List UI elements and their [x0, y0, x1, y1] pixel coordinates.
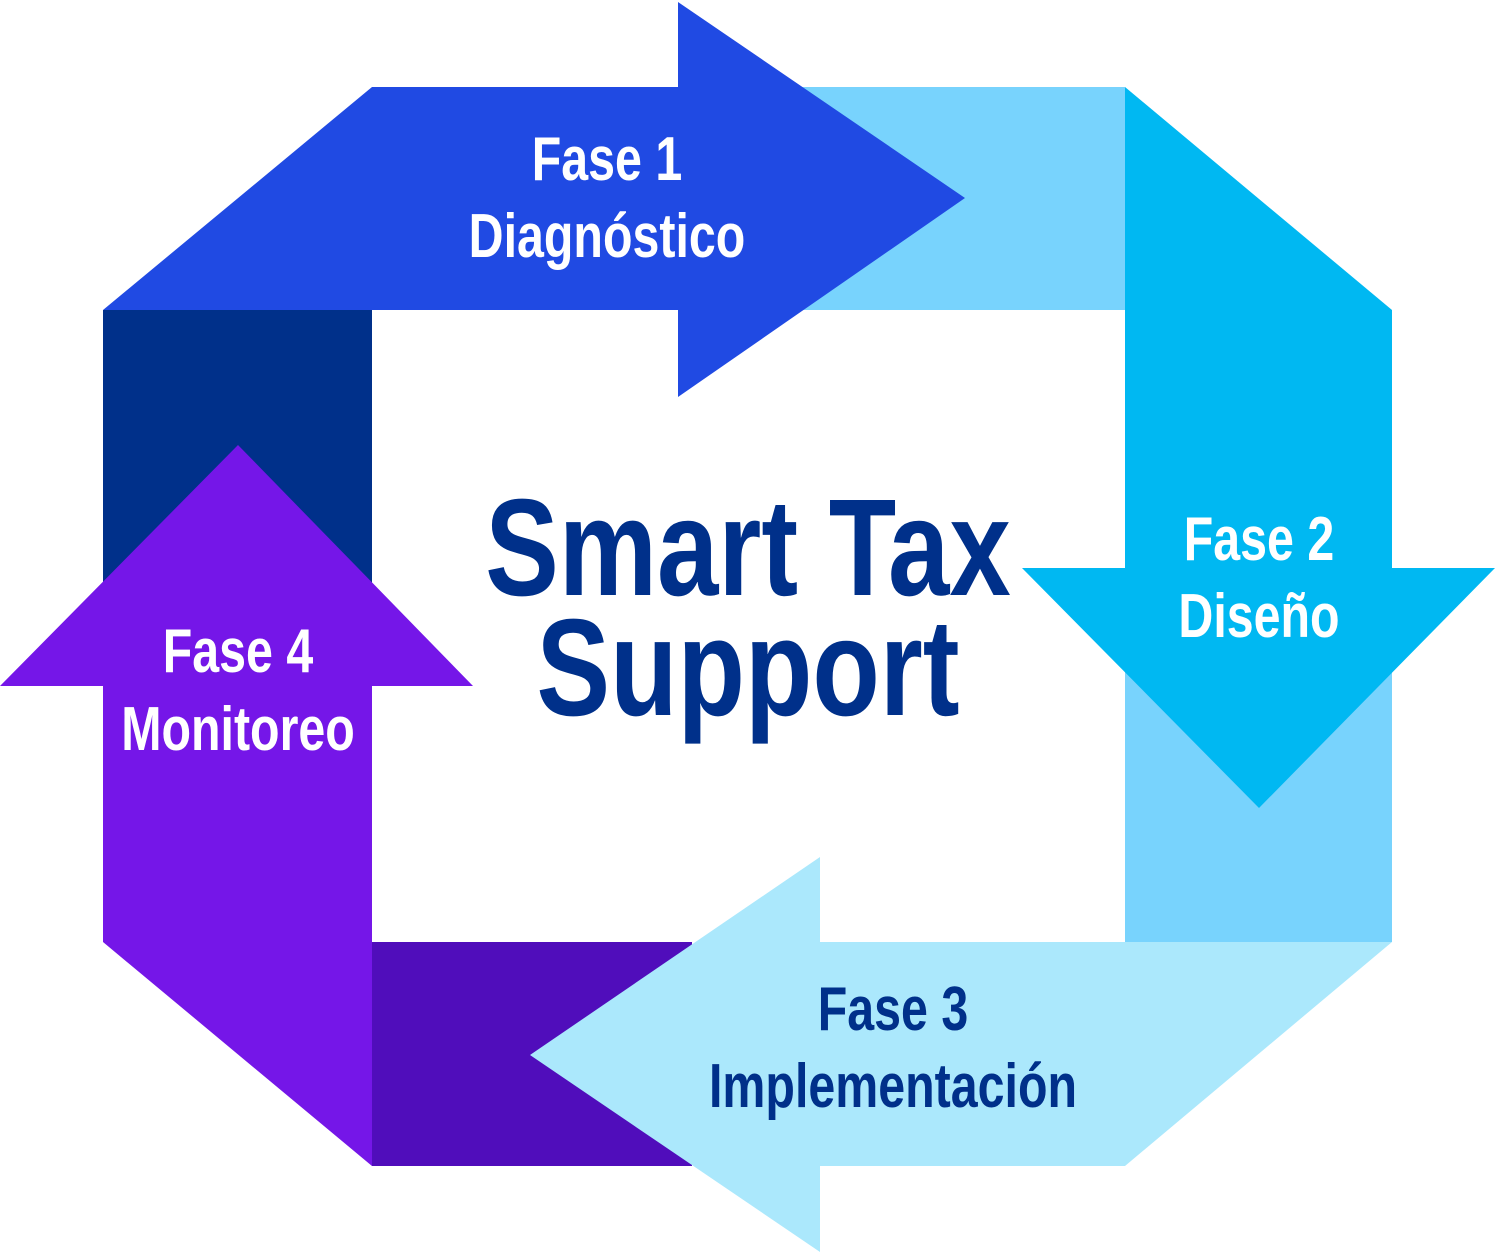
phase-3-name: Implementación	[709, 1051, 1077, 1120]
phase-3-arrow	[530, 857, 1392, 1252]
phase-4-number: Fase 4	[163, 616, 314, 685]
phase-2-number: Fase 2	[1184, 504, 1335, 573]
center-title-line-2: Support	[536, 591, 959, 744]
phase-2-name: Diseño	[1178, 581, 1339, 650]
phase-3-number: Fase 3	[818, 974, 969, 1043]
phase-1-arrow	[103, 2, 965, 397]
phase-1-name: Diagnóstico	[469, 201, 746, 270]
center-title-line-1: Smart Tax	[485, 471, 1011, 624]
phase-2-arrow	[1022, 87, 1495, 808]
phase-4-arrow	[0, 445, 473, 1166]
phase-1-number: Fase 1	[532, 124, 683, 193]
phase-4-name: Monitoreo	[121, 694, 355, 763]
